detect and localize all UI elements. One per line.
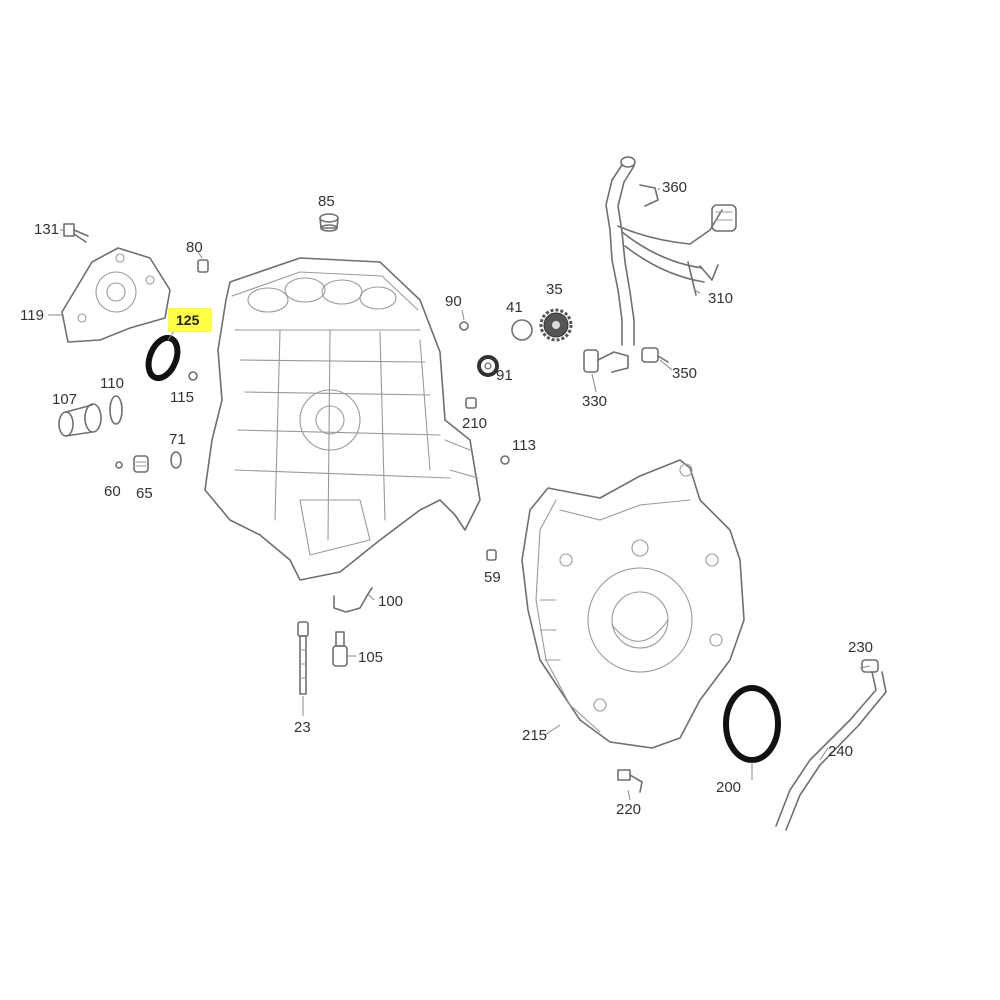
callout-80: 80 <box>186 239 203 256</box>
callout-71: 71 <box>169 431 186 448</box>
part-113-icon <box>500 455 510 465</box>
callout-59: 59 <box>484 569 501 586</box>
part-115-icon <box>188 371 198 381</box>
callout-115: 115 <box>170 389 194 406</box>
callout-91: 91 <box>496 367 513 384</box>
callout-131: 131 <box>34 221 59 238</box>
part-59-icon <box>486 549 497 561</box>
callout-125: 125 <box>176 312 200 328</box>
callout-200: 200 <box>716 779 741 796</box>
part-90-icon <box>459 321 469 331</box>
callout-310: 310 <box>708 290 733 307</box>
highlight-box-125 <box>168 308 212 332</box>
bolt-220-icon <box>617 769 643 793</box>
ring-110-icon <box>109 395 123 425</box>
callout-240: 240 <box>828 743 853 760</box>
oring-41-icon <box>511 319 533 341</box>
dipstick-tube-drawing <box>775 659 887 831</box>
oil-pipe-drawing <box>583 156 737 373</box>
front-cover-drawing <box>61 247 171 343</box>
part-210-upper-icon <box>465 397 477 409</box>
callout-23: 23 <box>294 719 311 736</box>
plug-85-icon <box>319 213 339 232</box>
bolt-131-icon <box>63 223 89 243</box>
seal-ring-125-icon <box>145 334 181 382</box>
gear-35-icon <box>539 308 573 342</box>
engine-block-drawing <box>204 257 481 581</box>
callout-119: 119 <box>20 307 44 324</box>
callout-230: 230 <box>848 639 873 656</box>
callout-330: 330 <box>582 393 607 410</box>
sensor-105-icon <box>332 631 348 667</box>
callout-35: 35 <box>546 281 563 298</box>
part-65-icon <box>133 455 149 473</box>
callout-41: 41 <box>506 299 523 316</box>
callout-107: 107 <box>52 391 77 408</box>
callout-215: 215 <box>522 727 547 744</box>
bearing-91-icon <box>477 355 499 377</box>
callout-210: 210 <box>462 415 487 432</box>
plug-80-icon <box>197 259 209 273</box>
callout-220: 220 <box>616 801 641 818</box>
callout-105: 105 <box>358 649 383 666</box>
callout-360: 360 <box>662 179 687 196</box>
ring-71-icon <box>170 451 182 469</box>
bellhousing-drawing <box>521 459 745 749</box>
callout-100: 100 <box>378 593 403 610</box>
part-60-icon <box>115 461 123 469</box>
callout-110: 110 <box>100 375 124 392</box>
callout-113: 113 <box>512 437 536 454</box>
callout-90: 90 <box>445 293 462 310</box>
filter-107-icon <box>58 403 102 437</box>
seal-ring-200-icon <box>723 685 781 763</box>
bolt-23-icon <box>297 621 309 695</box>
callout-65: 65 <box>136 485 153 502</box>
callout-350: 350 <box>672 365 697 382</box>
bracket-100-icon <box>333 587 373 613</box>
callout-85: 85 <box>318 193 335 210</box>
leader-lines <box>48 187 871 801</box>
callout-60: 60 <box>104 483 121 500</box>
